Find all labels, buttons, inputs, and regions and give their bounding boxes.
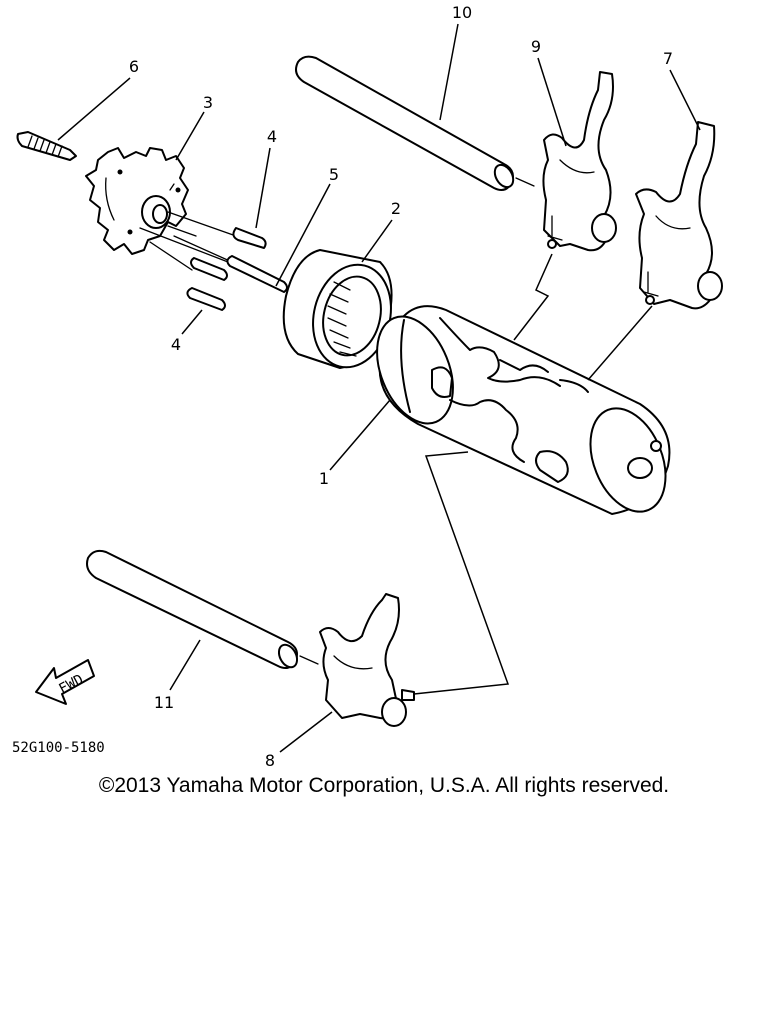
callout-1: 1 — [319, 469, 329, 488]
part-8-shift-fork — [319, 593, 415, 727]
part-2-bearing — [282, 249, 393, 369]
part-1-shift-drum — [376, 305, 671, 515]
assembly-line-upper — [513, 253, 553, 341]
exploded-parts-diagram: 6 3 4 5 2 4 10 9 7 1 11 8 FWD 52G100-518… — [12, 3, 723, 770]
part-11-shaft-lower — [86, 549, 319, 669]
part-6-screw — [16, 131, 77, 161]
callout-4-lower: 4 — [171, 335, 181, 354]
callout-5: 5 — [329, 165, 339, 184]
forward-direction-arrow: FWD — [35, 659, 95, 705]
part-4-pin-upper — [232, 227, 267, 249]
callout-8: 8 — [265, 751, 275, 770]
diagram-code: 52G100-5180 — [12, 740, 105, 756]
part-4-pin-lower — [186, 287, 226, 311]
callout-3: 3 — [203, 93, 213, 112]
part-10-shaft-upper — [295, 55, 535, 191]
callout-4-upper: 4 — [267, 127, 277, 146]
callout-6: 6 — [129, 57, 139, 76]
part-3-segment — [85, 147, 189, 255]
callout-2: 2 — [391, 199, 401, 218]
copyright-notice: ©2013 Yamaha Motor Corporation, U.S.A. A… — [98, 774, 670, 797]
part-4-pin-middle — [190, 257, 228, 281]
assembly-line-lower — [413, 451, 510, 695]
part-7-shift-fork — [635, 121, 723, 310]
callout-9: 9 — [531, 37, 541, 56]
callout-10: 10 — [452, 3, 472, 22]
callout-7: 7 — [663, 49, 673, 68]
callout-11: 11 — [154, 693, 174, 712]
assembly-line-right — [587, 305, 653, 381]
part-5-pin-long — [226, 255, 288, 293]
part-9-shift-fork — [542, 71, 617, 252]
